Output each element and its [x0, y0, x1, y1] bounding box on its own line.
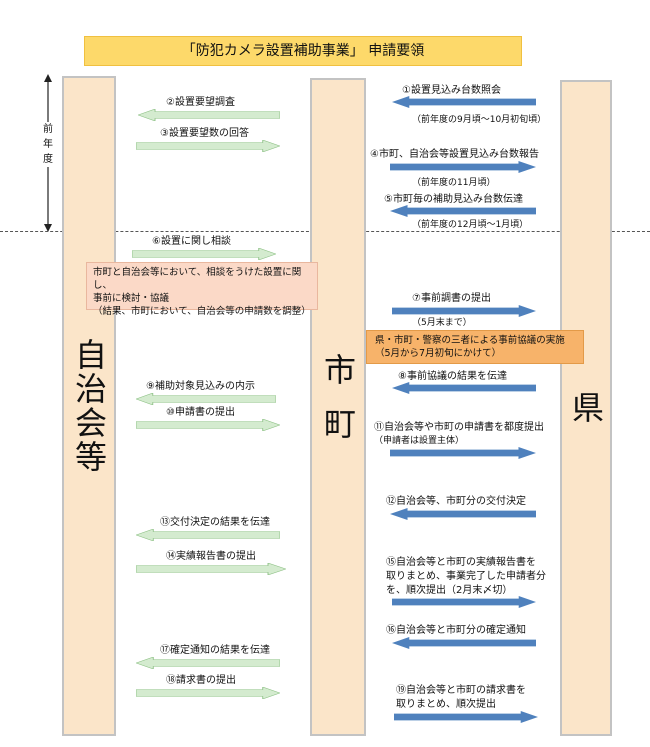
step-5-period: （前年度の12月頃～1月頃）: [412, 220, 529, 230]
step-10-arrow: [136, 419, 280, 431]
column-jichikai-label: 自治会等: [70, 338, 108, 474]
step-19-line-2: 取りまとめ、順次提出: [396, 699, 496, 710]
step-10-label: ⑩申請書の提出: [166, 407, 235, 418]
step-11-note: （申請者は設置主体）: [374, 436, 465, 446]
step-19-line-1: ⑲自治会等と市町の請求書を: [396, 685, 526, 696]
column-shicho: 市町: [310, 78, 366, 736]
step-15-arrow: [392, 596, 536, 608]
column-ken: 県: [560, 80, 612, 736]
step-4-label: ④市町、自治会等設置見込み台数報告: [370, 149, 539, 160]
step-1-period: （前年度の9月頃～10月初旬頃）: [412, 115, 547, 125]
page-title: 「防犯カメラ設置補助事業」 申請要領: [84, 36, 522, 66]
step-18-arrow: [136, 687, 280, 699]
step-16-arrow: [392, 637, 536, 649]
step-6-arrow: [132, 248, 276, 260]
consultation-note-line-2: 事前に検討・協議: [93, 293, 170, 304]
step-15-line-1: ⑮自治会等と市町の実績報告書を: [386, 557, 536, 568]
step-17-arrow: [136, 657, 280, 669]
step-6-label: ⑥設置に関し相談: [152, 236, 231, 247]
consultation-note: 市町と自治会等において、相談をうけた設置に関し、 事前に検討・協議 （結果、市町…: [86, 262, 318, 317]
step-17-label: ⑰確定通知の結果を伝達: [160, 645, 270, 656]
step-2-label: ②設置要望調査: [166, 97, 235, 108]
step-12-arrow: [390, 508, 536, 520]
step-5-arrow: [390, 205, 536, 217]
step-18-label: ⑱請求書の提出: [166, 675, 236, 686]
three-party-consultation-line-2: （5月から7月初旬にかけて）: [375, 348, 502, 359]
step-13-label: ⑬交付決定の結果を伝達: [160, 517, 270, 528]
step-15-line-2: 取りまとめ、事業完了した申請者分: [386, 571, 546, 582]
step-19-arrow: [394, 711, 538, 723]
step-7-arrow: [392, 305, 536, 317]
step-14-arrow: [136, 563, 286, 575]
step-8-label: ⑧事前協議の結果を伝達: [398, 371, 507, 382]
step-8-arrow: [392, 382, 536, 394]
step-15-line-3: を、順次提出（2月末〆切）: [386, 585, 513, 596]
step-7-deadline: （5月末まで）: [412, 318, 472, 328]
step-7-label: ⑦事前調書の提出: [412, 293, 491, 304]
step-9-label: ⑨補助対象見込みの内示: [146, 381, 255, 392]
column-shicho-label: 市町: [319, 353, 357, 461]
step-3-arrow: [136, 140, 280, 152]
step-1-arrow: [392, 96, 536, 108]
column-ken-label: 県: [567, 391, 605, 425]
step-3-label: ③設置要望数の回答: [160, 128, 249, 139]
consultation-note-line-1: 市町と自治会等において、相談をうけた設置に関し、: [93, 267, 302, 291]
three-party-consultation: 県・市町・警察の三者による事前協議の実施 （5月から7月初旬にかけて）: [366, 330, 584, 364]
step-4-period: （前年度の11月頃）: [412, 178, 496, 188]
step-4-arrow: [390, 161, 536, 173]
step-11-label: ⑪自治会等や市町の申請書を都度提出: [374, 422, 544, 433]
step-16-label: ⑯自治会等と市町分の確定通知: [386, 625, 526, 636]
step-13-arrow: [136, 529, 280, 541]
prior-year-label: 前年度: [42, 122, 54, 167]
step-14-label: ⑭実績報告書の提出: [166, 551, 256, 562]
step-12-label: ⑫自治会等、市町分の交付決定: [386, 496, 526, 507]
three-party-consultation-line-1: 県・市町・警察の三者による事前協議の実施: [375, 335, 565, 346]
step-11-arrow: [390, 447, 536, 459]
step-9-arrow: [136, 393, 276, 405]
step-1-label: ①設置見込み台数照会: [402, 85, 501, 96]
column-jichikai: 自治会等: [62, 76, 116, 736]
step-2-arrow: [138, 109, 280, 121]
step-5-label: ⑤市町毎の補助見込み台数伝達: [384, 194, 523, 205]
consultation-note-line-3: （結果、市町において、自治会等の申請数を調整）: [93, 306, 311, 317]
